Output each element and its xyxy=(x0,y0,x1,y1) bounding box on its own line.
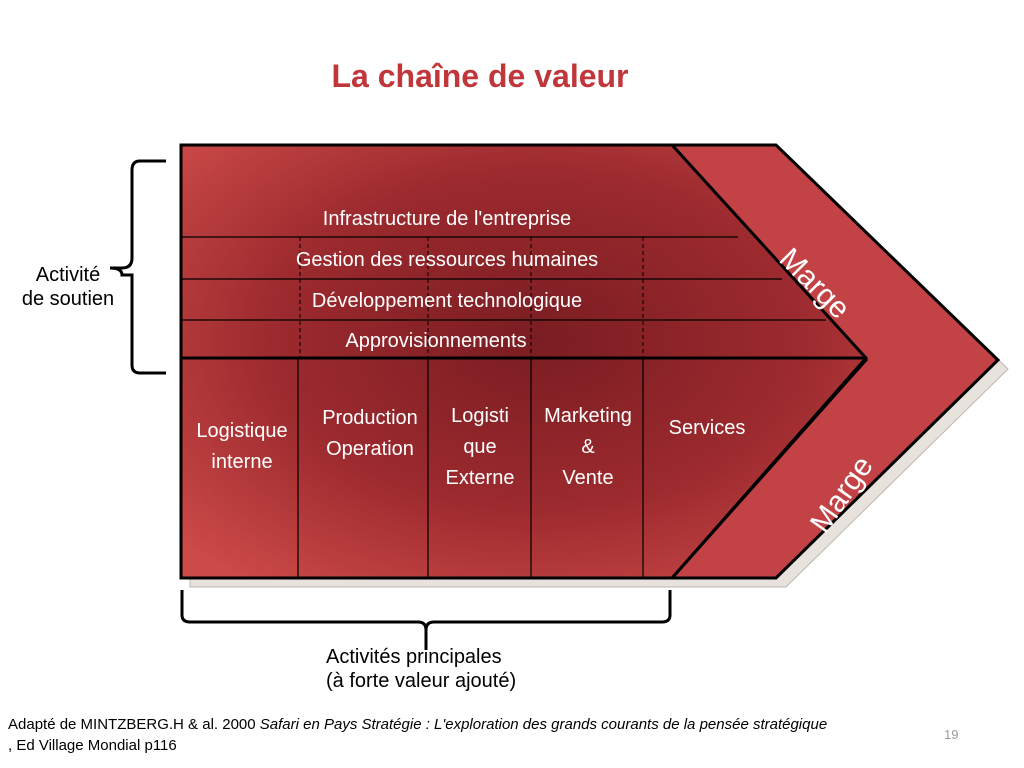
chain-body xyxy=(179,143,869,580)
primary-col-marketing-sales: Marketing & Vente xyxy=(544,405,632,489)
citation-title: Safari en Pays Stratégie : L'exploration… xyxy=(259,716,828,733)
primary-activities-label: Activités principales (à forte valeur aj… xyxy=(326,646,517,692)
support-row-hr: Gestion des ressources humaines xyxy=(295,249,599,271)
primary-col-operations: Production Operation xyxy=(322,407,418,460)
slide-title: La chaîne de valeur xyxy=(331,58,629,94)
primary-col-outbound-logistics: Logisti que Externe xyxy=(445,405,515,489)
primary-col-services: Services xyxy=(668,417,746,439)
primary-brace xyxy=(180,590,672,650)
citation-suffix: , Ed Village Mondial p116 xyxy=(8,737,177,754)
slide-number: 19 xyxy=(944,727,959,742)
primary-col-inbound-logistics: Logistique interne xyxy=(196,420,288,473)
source-citation: Adapté de MINTZBERG.H & al. 2000 Safari … xyxy=(8,714,1024,756)
support-row-technology: Développement technologique xyxy=(311,290,583,312)
citation-prefix: Adapté de MINTZBERG.H & al. 2000 xyxy=(8,716,260,733)
support-brace xyxy=(109,159,166,375)
support-activities-label: Activité de soutien xyxy=(21,264,115,310)
support-row-infrastructure: Infrastructure de l'entreprise xyxy=(322,208,572,230)
support-row-procurement: Approvisionnements xyxy=(345,330,527,352)
